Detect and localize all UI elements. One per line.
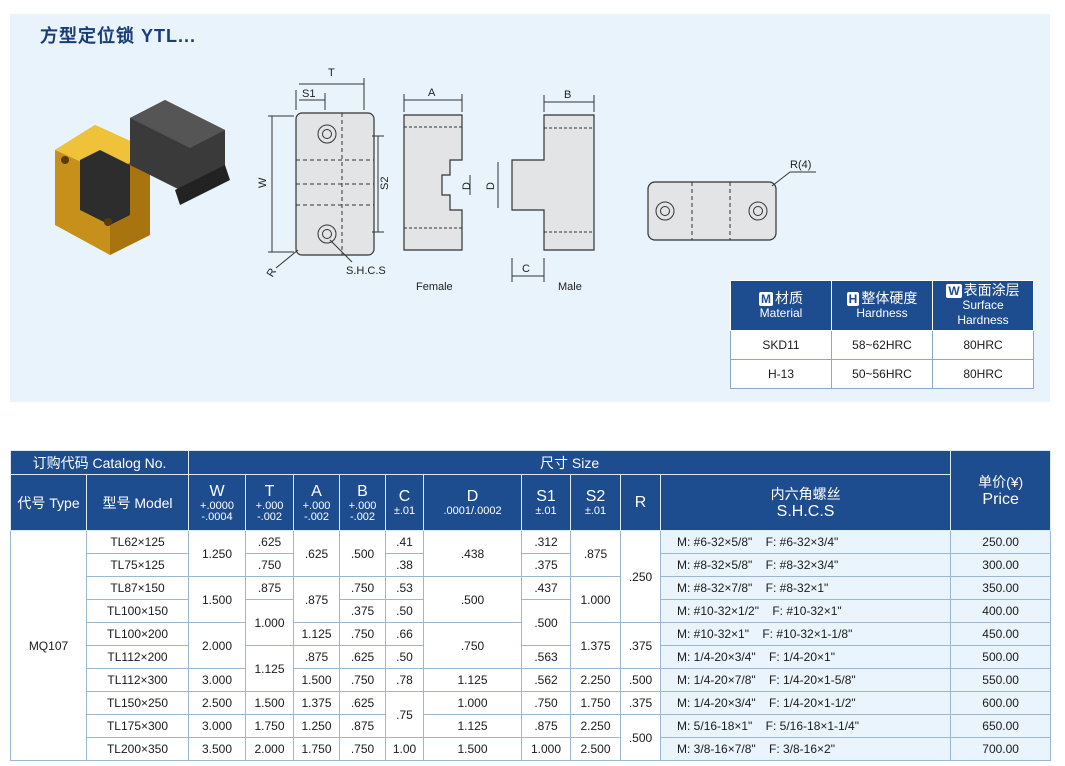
type-cell: MQ107 (10, 530, 87, 761)
label-W: W (257, 177, 269, 188)
male-view (511, 114, 595, 251)
table-row: MQ107 TL62×125 1.250 .625 .625 .500 .41 … (10, 530, 1052, 761)
screw-cell: M: #8-32×5/8" F: #8-32×3/4" (660, 553, 952, 577)
screw-cell: M: #8-32×7/8" F: #8-32×1" (660, 576, 952, 600)
technical-drawing: T S1 W S2 R S.H.C.S A D Female B D C Mal… (55, 67, 816, 293)
screw-cell: M: 1/4-20×3/4" F: 1/4-20×1" (660, 645, 952, 669)
price-cell: 250.00 (950, 530, 1052, 554)
material-row: SKD11 58~62HRC 80HRC (730, 330, 1034, 360)
material-row: H-13 50~56HRC 80HRC (730, 359, 1034, 389)
price-cell: 450.00 (950, 622, 1052, 646)
label-D-female: D (461, 182, 473, 190)
screw-cell: M: #10-32×1" F: #10-32×1-1/8" (660, 622, 952, 646)
type-header: 代号 Type (10, 474, 87, 531)
label-S1: S1 (302, 88, 315, 100)
product-image (55, 100, 230, 255)
table-row: TL75×125 .750 .38 .375 M: #8-32×5/8" F: … (11, 553, 1052, 577)
A-header: A+.000-.002 (293, 474, 341, 531)
price-cell: 500.00 (950, 645, 1052, 669)
label-male: Male (558, 281, 582, 293)
S2-header: S2±.01 (570, 474, 622, 531)
C-header: C±.01 (385, 474, 425, 531)
screw-cell: M: 1/4-20×3/4" F: 1/4-20×1-1/2" (660, 691, 952, 715)
top-view (647, 181, 777, 241)
screw-cell: M: 3/8-16×7/8" F: 3/8-16×2" (660, 737, 952, 761)
W-header: W+.0000-.0004 (188, 474, 247, 531)
label-A: A (428, 87, 436, 99)
model-cell: TL150×250 (85, 691, 190, 715)
label-T: T (328, 67, 335, 79)
table-row: TL200×350 3.500 2.000 1.750 .750 1.00 1.… (11, 737, 1052, 761)
table-row: TL100×200 2.000 1.125 .750 .66 .750 1.37… (11, 622, 1052, 669)
table-row: TL175×300 3.000 1.750 1.250 .875 1.125 .… (11, 714, 1052, 761)
price-cell: 400.00 (950, 599, 1052, 623)
model-cell: TL75×125 (85, 553, 190, 577)
price-cell: 700.00 (950, 737, 1052, 761)
table-row: TL100×150 1.000 .375 .50 .500 M: #10-32×… (11, 599, 1052, 646)
price-cell: 600.00 (950, 691, 1052, 715)
model-cell: TL100×150 (85, 599, 190, 623)
T-header: T+.000-.002 (245, 474, 295, 531)
model-header: 型号 Model (85, 474, 190, 531)
screw-cell: M: #6-32×5/8" F: #6-32×3/4" (660, 530, 952, 554)
table-row: TL150×250 2.500 1.500 1.375 .625 .75 1.0… (11, 691, 1052, 738)
screw-cell: M: #10-32×1/2" F: #10-32×1" (660, 599, 952, 623)
label-R: R (265, 266, 279, 279)
page-title: 方型定位锁 YTL... (40, 26, 196, 46)
model-cell: TL100×200 (85, 622, 190, 646)
price-cell: 550.00 (950, 668, 1052, 692)
model-cell: TL175×300 (85, 714, 190, 738)
table-row: TL112×300 3.000 1.500 .750 .78 1.125 .56… (11, 668, 1052, 692)
price-cell: 300.00 (950, 553, 1052, 577)
table-row: TL87×150 1.500 .875 .875 .750 .53 .500 .… (11, 576, 1052, 623)
price-cell: 350.00 (950, 576, 1052, 600)
screw-cell: M: 1/4-20×7/8" F: 1/4-20×1-5/8" (660, 668, 952, 692)
model-cell: TL62×125 (85, 530, 190, 554)
price-cell: 650.00 (950, 714, 1052, 738)
size-header: 尺寸 Size (188, 450, 952, 475)
D-header: D.0001/.0002 (423, 474, 523, 531)
spec-table: 订购代码 Catalog No. 尺寸 Size 单价(¥)Price 代号 T… (9, 450, 1052, 761)
catalog-header: 订购代码 Catalog No. (9, 450, 190, 475)
female-view (403, 114, 463, 251)
S1-header: S1±.01 (521, 474, 572, 531)
price-header: 单价(¥)Price (950, 450, 1052, 531)
label-female: Female (416, 281, 453, 293)
table-row: TL112×200 1.125 .875 .625 .50 .563 M: 1/… (11, 645, 1052, 692)
screw-cell: M: 5/16-18×1" F: 5/16-18×1-1/4" (660, 714, 952, 738)
R-header: R (620, 474, 662, 531)
label-shcs: S.H.C.S (346, 265, 386, 277)
model-cell: TL112×200 (85, 645, 190, 669)
model-cell: TL87×150 (85, 576, 190, 600)
label-D-male: D (485, 182, 497, 190)
B-header: B+.000-.002 (339, 474, 387, 531)
label-R4: R(4) (790, 159, 811, 171)
label-B: B (564, 89, 571, 101)
model-cell: TL112×300 (85, 668, 190, 692)
label-S2: S2 (379, 177, 391, 190)
model-cell: TL200×350 (85, 737, 190, 761)
label-C: C (522, 263, 530, 275)
